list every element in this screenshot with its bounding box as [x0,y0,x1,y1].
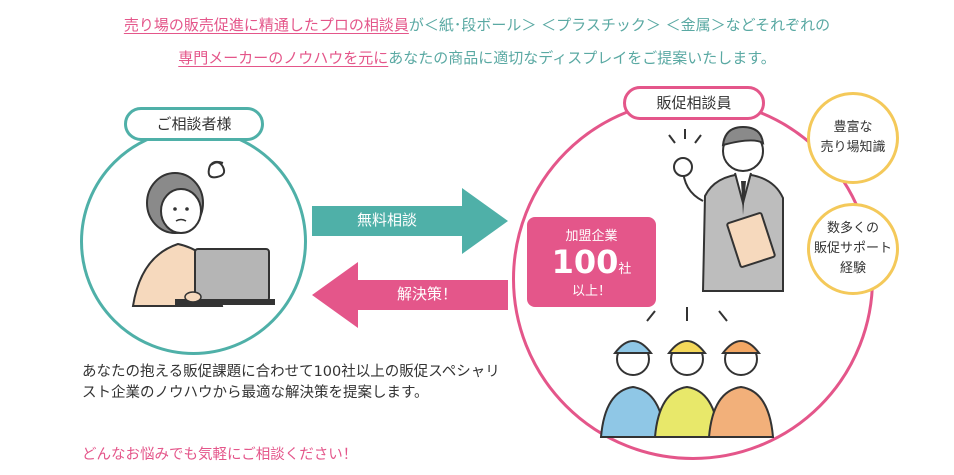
customer-face [160,188,202,234]
member-suffix: 社 [618,262,632,277]
intro-text-1: が＜紙･段ボール＞ ＜プラスチック＞ ＜金属＞などそれぞれの [408,16,831,34]
intro-line-2: 専門メーカーのノウハウを元にあなたの商品に適切なディスプレイをご提案いたします。 [0,47,954,68]
experience-bubble: 数多くの 販促サポート 経験 [807,203,899,295]
solution-arrow [312,262,508,328]
member-number: 100 [551,243,619,281]
customer-label: ご相談者様 [124,107,264,141]
laptop-icon [194,248,270,302]
clipboard-icon [726,212,776,268]
intro-text-2: あなたの商品に適切なディスプレイをご提案いたします。 [388,49,776,67]
staff-label: 販促相談員 [623,86,765,120]
intro-line-1: 売り場の販売促進に精通したプロの相談員が＜紙･段ボール＞ ＜プラスチック＞ ＜金… [0,14,954,35]
solution-label: 解決策！ [396,285,457,303]
customer-illustration [131,160,275,307]
intro-highlight-1: 売り場の販売促進に精通したプロの相談員 [123,16,409,34]
cta-text: どんなお悩みでも気軽にご相談ください！ [82,447,358,463]
description-text: あなたの抱える販促課題に合わせて100社以上の販促スペシャリスト企業のノウハウか… [82,364,500,401]
member-line3: 以上！ [571,284,611,299]
intro-highlight-2: 専門メーカーのノウハウを元に [178,49,389,67]
member-count-box: 加盟企業 100社 以上！ [527,217,656,307]
member-line1: 加盟企業 [565,229,618,244]
worker-yellow-icon [653,340,721,438]
confusion-swirl-icon [207,160,226,179]
customer-circle [80,128,307,355]
worker-blue-icon [599,340,667,438]
staff-illustration [599,125,784,438]
free-consult-arrow [312,188,508,254]
worker-orange-icon [707,340,775,438]
free-consult-label: 無料相談 [356,211,417,229]
knowledge-bubble: 豊富な 売り場知識 [807,92,899,184]
